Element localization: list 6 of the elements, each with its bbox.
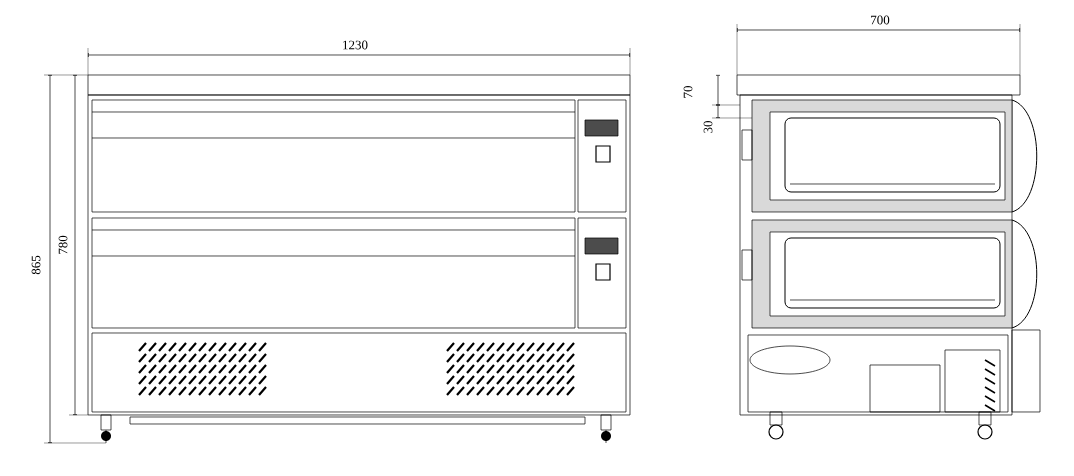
dimension-label: 70 bbox=[683, 86, 693, 98]
dimension-label: 30 bbox=[703, 121, 713, 133]
dimension-label: 1230 bbox=[343, 40, 368, 50]
dimension-label: 780 bbox=[58, 235, 68, 254]
dimension-label: 865 bbox=[31, 255, 41, 275]
dimension-label: 700 bbox=[871, 15, 890, 25]
